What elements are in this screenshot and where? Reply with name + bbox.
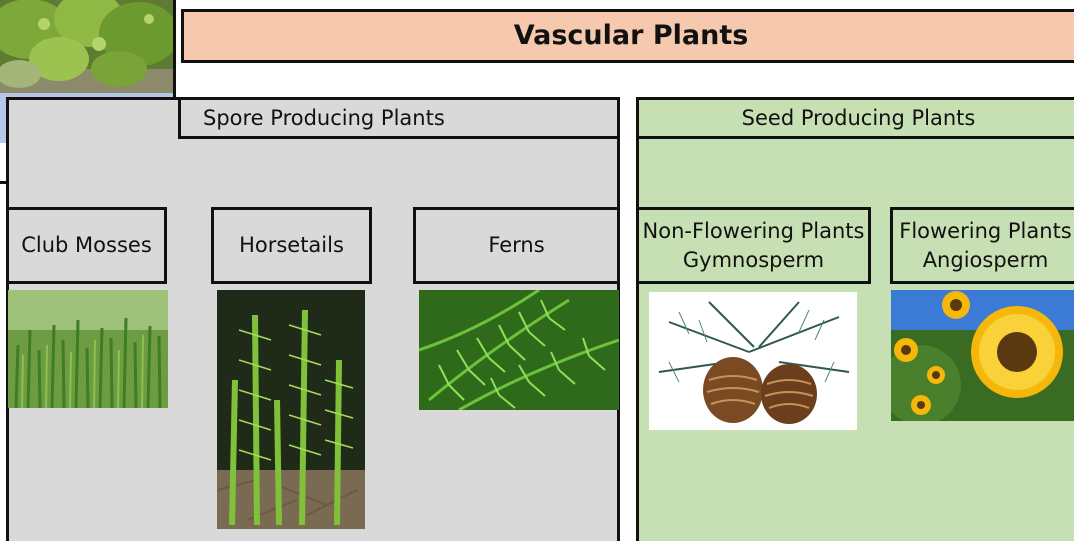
- fern-photo: [419, 290, 619, 410]
- sunflowers-photo: [891, 290, 1074, 421]
- ferns-box: Ferns: [413, 207, 620, 284]
- title-bar: Vascular Plants: [181, 9, 1074, 63]
- seed-header: Seed Producing Plants: [636, 97, 1074, 139]
- club-mosses-box: Club Mosses: [6, 207, 167, 284]
- horsetail-photo: [217, 290, 365, 529]
- pine-cones-photo: [649, 292, 857, 430]
- page-title: Vascular Plants: [514, 18, 749, 54]
- gymnosperm-box: Non-Flowering Plants Gymnosperm: [636, 207, 871, 284]
- moss-photo: [0, 0, 173, 93]
- spore-header: Spore Producing Plants: [178, 97, 620, 139]
- angiosperm-box: Flowering Plants Angiosperm: [890, 207, 1074, 284]
- horsetails-box: Horsetails: [211, 207, 372, 284]
- club-moss-photo: [8, 290, 168, 408]
